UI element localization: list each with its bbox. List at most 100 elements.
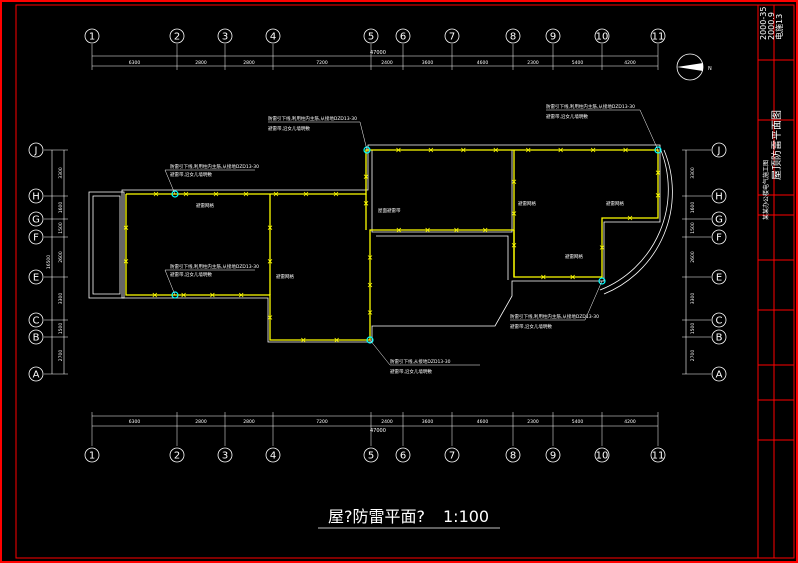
grid-bubble-left-E: E: [28, 269, 44, 285]
grid-bubble-left-A: A: [28, 366, 44, 382]
dim-bottom: 7200: [316, 419, 328, 425]
grid-bubble-right-G: G: [711, 211, 727, 227]
dim-bottom: 2400: [381, 419, 393, 425]
svg-text:G: G: [32, 215, 40, 226]
svg-text:J: J: [717, 146, 721, 157]
grid-bubble-right-F: F: [711, 229, 727, 245]
grid-bubble-top-7: 7: [444, 28, 460, 44]
note-belt-4: 避雷带,沿女儿墙明敷: [546, 113, 588, 120]
belt-support-mark: [238, 292, 244, 298]
belt-support-mark: [511, 242, 517, 248]
dim-left: 1600: [58, 202, 64, 214]
grid-bubble-left-G: G: [28, 211, 44, 227]
belt-support-mark: [363, 201, 369, 206]
note-mesh-6: 避雷网格: [565, 253, 583, 260]
svg-text:J: J: [34, 146, 38, 157]
lightning-belt: [125, 149, 659, 341]
dim-left-total: 16500: [46, 255, 52, 269]
grid-bubble-bottom-4: 4: [265, 447, 281, 463]
svg-text:4: 4: [270, 451, 276, 462]
belt-support-mark: [267, 225, 273, 230]
dim-top: 2400: [381, 60, 393, 66]
grid-bubble-left-H: H: [28, 188, 44, 204]
svg-text:3: 3: [222, 451, 228, 462]
grid-bubble-left-F: F: [28, 229, 44, 245]
dim-bottom: 4600: [477, 419, 489, 425]
svg-text:E: E: [716, 273, 722, 284]
top-total-dim: 47000: [370, 50, 386, 56]
note-downlead-2: 防雷引下线,利用柱内主筋,从接地DZD13-30: [170, 263, 259, 270]
north-arrow-icon: N: [676, 53, 712, 81]
svg-text:B: B: [716, 333, 723, 344]
title-block-drawing-name: 屋顶防雷平面图: [770, 110, 783, 180]
belt-support-mark: [461, 147, 466, 153]
note-belt-5: 避雷带,沿女儿墙明敷: [510, 323, 552, 330]
svg-text:7: 7: [449, 32, 455, 43]
grid-bubble-bottom-7: 7: [444, 447, 460, 463]
dim-left: 3300: [58, 167, 64, 179]
grid-bubble-top-1: 1: [84, 28, 100, 44]
dim-bottom: 2800: [195, 419, 207, 425]
note-belt-6: 避雷带,沿女儿墙明敷: [390, 368, 432, 375]
leader-lines: [164, 109, 659, 366]
belt-support-mark: [123, 225, 129, 230]
svg-text:H: H: [32, 192, 40, 203]
title-block-drawing-no: 电施13: [774, 14, 784, 40]
belt-support-mark: [334, 337, 339, 343]
belt-support-mark: [153, 191, 159, 197]
inner-frame: [15, 4, 795, 559]
downlead-nodes: [171, 146, 662, 344]
svg-text:6: 6: [400, 451, 406, 462]
grid-bubble-bottom-9: 9: [545, 447, 561, 463]
title-block-sheet: 2000.9: [767, 12, 776, 40]
grid-bubble-top-9: 9: [545, 28, 561, 44]
title-block: 2000-35 2000.9 电施13 屋顶防雷平面图 某某办公楼电气施工图: [757, 4, 795, 559]
dim-top: 7200: [316, 60, 328, 66]
belt-support-mark: [396, 227, 402, 233]
belt-support-mark: [655, 193, 661, 198]
belt-support-mark: [213, 191, 219, 197]
right-grid-bubbles: J HGF E CB A: [711, 142, 727, 382]
svg-text:5: 5: [368, 32, 374, 43]
dim-right: 1500: [690, 222, 696, 234]
svg-text:H: H: [715, 192, 723, 203]
svg-text:9: 9: [550, 32, 556, 43]
grid-bubble-bottom-11: 11: [650, 447, 666, 463]
belt-support-mark: [511, 179, 517, 185]
belt-support-mark: [511, 211, 517, 216]
dim-right: 1600: [690, 202, 696, 214]
belt-support-mark: [454, 227, 459, 233]
grid-ticks: [44, 44, 711, 446]
note-belt-3: 避雷带,沿女儿墙明敷: [268, 125, 310, 132]
belt-support-mark: [152, 292, 158, 298]
note-belt-1: 避雷带,沿女儿墙明敷: [170, 171, 212, 178]
dim-right: 2700: [690, 350, 696, 362]
grid-bubble-top-5: 5: [363, 28, 379, 44]
grid-bubble-top-2: 2: [169, 28, 185, 44]
svg-text:N: N: [708, 66, 712, 72]
dim-bottom: 5400: [572, 419, 584, 425]
svg-text:C: C: [716, 316, 723, 327]
grid-bubble-bottom-8: 8: [505, 447, 521, 463]
grid-bubble-right-A: A: [711, 366, 727, 382]
dim-top: 2800: [243, 60, 255, 66]
svg-text:8: 8: [510, 451, 516, 462]
dim-top: 4600: [477, 60, 489, 66]
belt-support-mark: [627, 215, 633, 221]
svg-text:F: F: [716, 233, 722, 244]
svg-text:1: 1: [89, 32, 95, 43]
svg-text:10: 10: [596, 32, 609, 43]
svg-text:2: 2: [174, 32, 180, 43]
belt-support-mark: [183, 191, 189, 197]
grid-bubble-top-4: 4: [265, 28, 281, 44]
belt-support-mark: [303, 191, 309, 197]
belt-support-mark: [367, 282, 373, 288]
grid-bubble-right-H: H: [711, 188, 727, 204]
svg-text:5: 5: [368, 451, 374, 462]
svg-text:2: 2: [174, 451, 180, 462]
belt-support-mark: [428, 147, 434, 153]
belt-support-mark: [210, 292, 215, 298]
belt-support-mark: [655, 170, 661, 175]
